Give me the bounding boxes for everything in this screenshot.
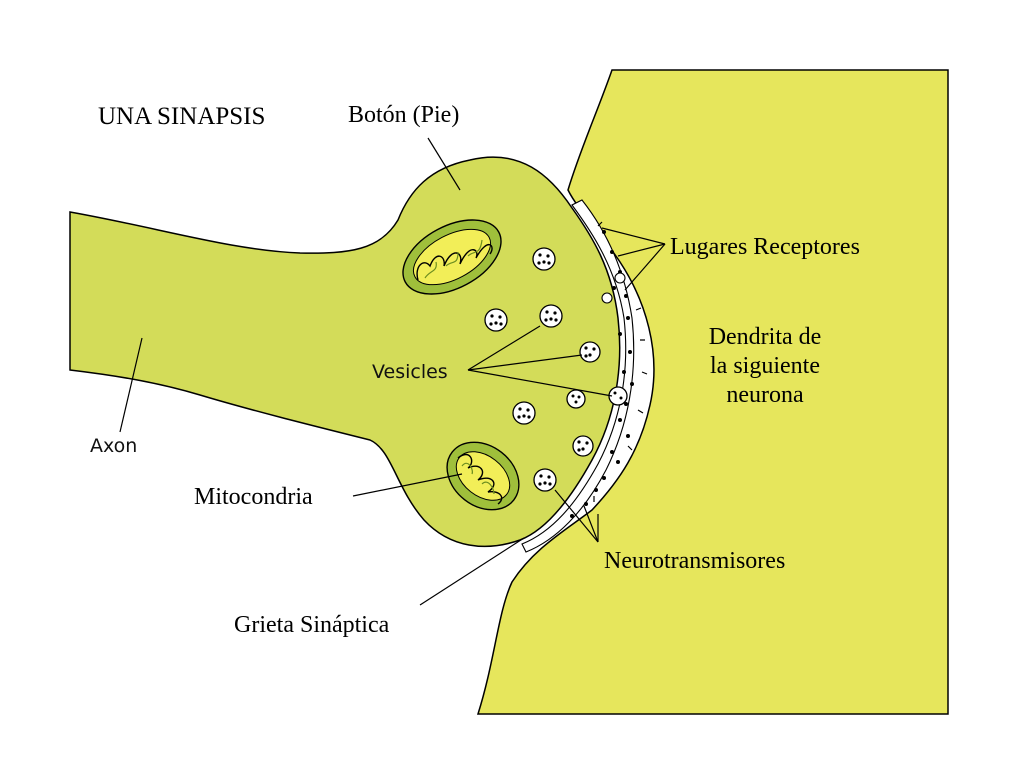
vesicle [539,304,563,328]
label-boton: Botón (Pie) [348,102,459,128]
label-vesicles: Vesicles [372,361,448,383]
vesicle [532,247,556,271]
vesicle [572,435,594,457]
mitochondrion-upper [402,219,502,295]
label-dendrita-line1: Dendrita de [709,324,822,350]
label-dendrita-line3: neurona [726,382,804,408]
vesicle [566,389,586,409]
label-axon: Axon [90,435,137,457]
label-mitocondria: Mitocondria [194,484,313,510]
label-dendrita-line2: la siguiente [710,353,820,379]
vesicle [533,468,557,492]
label-neurotransmisores: Neurotransmisores [604,548,785,574]
dendrite-shape [476,69,949,715]
label-lugares-receptores: Lugares Receptores [670,234,860,260]
label-grieta-sinaptica: Grieta Sináptica [234,612,390,638]
diagram-title: UNA SINAPSIS [98,103,265,130]
leader-lines [119,137,666,606]
vesicle [579,341,601,363]
vesicle [512,401,536,425]
vesicle [484,308,508,332]
vesicles [484,247,628,492]
mitochondrion-lower [446,441,520,511]
neurotransmitter-dots [570,230,634,518]
